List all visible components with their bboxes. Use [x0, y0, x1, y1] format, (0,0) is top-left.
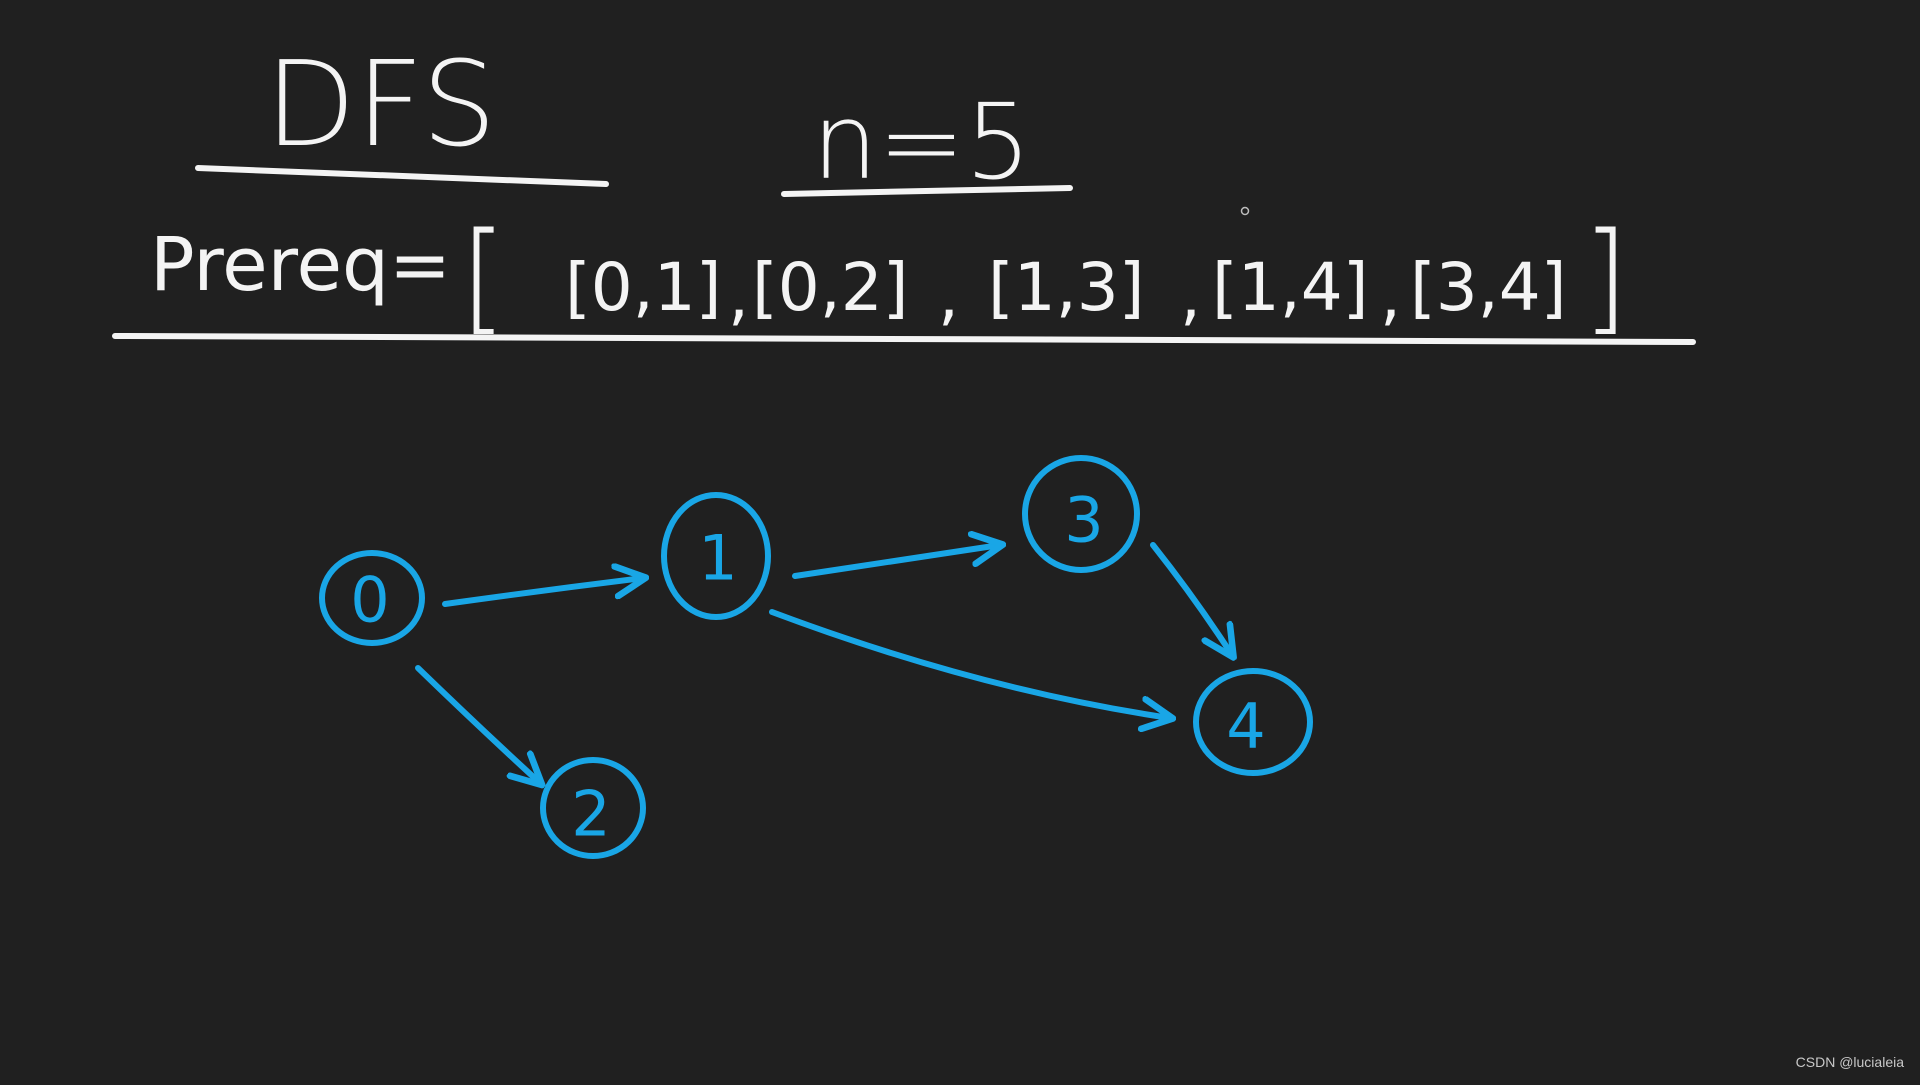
prereq-pair: [0,1]: [565, 249, 721, 326]
node-3-label: 3: [1064, 484, 1103, 557]
n-underline: [781, 185, 1073, 197]
node-4-label: 4: [1226, 690, 1265, 763]
node-3-circle: [1022, 455, 1140, 573]
node-2-circle: [540, 757, 646, 859]
pen-dot-mark: [1240, 206, 1250, 216]
prereq-label: Prereq=: [150, 222, 451, 308]
graph-node-3: 3: [1022, 455, 1140, 573]
prereq-underline: [112, 333, 1696, 345]
graph-node-4: 4: [1193, 668, 1313, 776]
node-0-label: 0: [350, 564, 389, 637]
prereq-pair: [3,4]: [1410, 249, 1566, 326]
prereq-open-bracket: [: [460, 208, 507, 347]
prereq-pair: [0,2]: [752, 249, 908, 326]
graph-node-0: 0: [319, 550, 425, 646]
edge-0-to-1: [442, 578, 643, 607]
edge-1-to-4: [769, 609, 1170, 718]
prereq-comma: ,: [938, 257, 959, 334]
edge-1-to-3: [792, 545, 1000, 579]
edge-3-to-4: [1150, 542, 1232, 655]
title-underline: [195, 165, 609, 187]
prereq-pair: [1,3]: [988, 249, 1144, 326]
node-1-label: 1: [698, 522, 737, 595]
node-0-circle: [319, 550, 425, 646]
prereq-pair: [1,4]: [1212, 249, 1368, 326]
prereq-close-bracket: ]: [1582, 208, 1629, 347]
prereq-comma: ,: [1380, 257, 1401, 334]
graph-node-2: 2: [540, 757, 646, 859]
edge-0-to-2: [415, 665, 540, 783]
node-2-label: 2: [571, 778, 610, 851]
title-dfs: DFS: [265, 35, 497, 173]
node-1-circle: [661, 492, 771, 620]
watermark-text: CSDN @lucialeia: [1795, 1054, 1904, 1070]
prereq-comma: ,: [728, 257, 749, 334]
prereq-comma: ,: [1180, 257, 1201, 334]
dependency-graph: 0 1 2 3 4: [319, 455, 1313, 859]
node-4-circle: [1193, 668, 1313, 776]
n-label: n=5: [812, 81, 1031, 203]
graph-node-1: 1: [661, 492, 771, 620]
